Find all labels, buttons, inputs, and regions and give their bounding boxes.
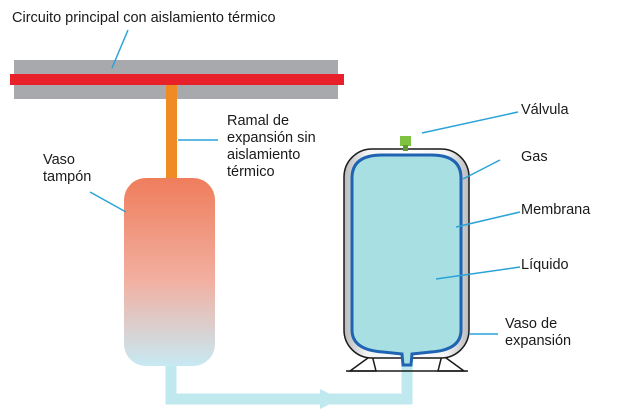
leader-liquid — [435, 266, 521, 280]
valve-icon — [400, 136, 411, 146]
label-gas: Gas — [521, 149, 548, 165]
label-liquid: Líquido — [521, 257, 569, 273]
valve-stem — [403, 145, 408, 151]
leader-buffer-tank — [89, 191, 127, 213]
label-main-circuit: Circuito principal con aislamiento térmi… — [12, 10, 276, 26]
leader-main-circuit — [111, 29, 129, 69]
expansion-branch-pipe — [166, 85, 177, 182]
label-expansion-vessel: Vaso de expansión — [505, 316, 572, 349]
leader-membrane — [455, 211, 521, 228]
main-circuit-pipe — [10, 74, 344, 85]
return-pipe — [165, 356, 413, 405]
label-valve: Válvula — [521, 102, 569, 118]
flow-arrow-icon — [320, 389, 340, 409]
label-membrane: Membrana — [521, 202, 591, 218]
membrane-liquid — [350, 153, 463, 367]
label-branch: Ramal de expansión sin aislamiento térmi… — [227, 113, 316, 180]
buffer-tank — [124, 178, 215, 366]
leader-gas — [462, 159, 501, 180]
leader-valve — [421, 111, 519, 134]
label-buffer-tank: Vaso tampón — [43, 152, 92, 185]
